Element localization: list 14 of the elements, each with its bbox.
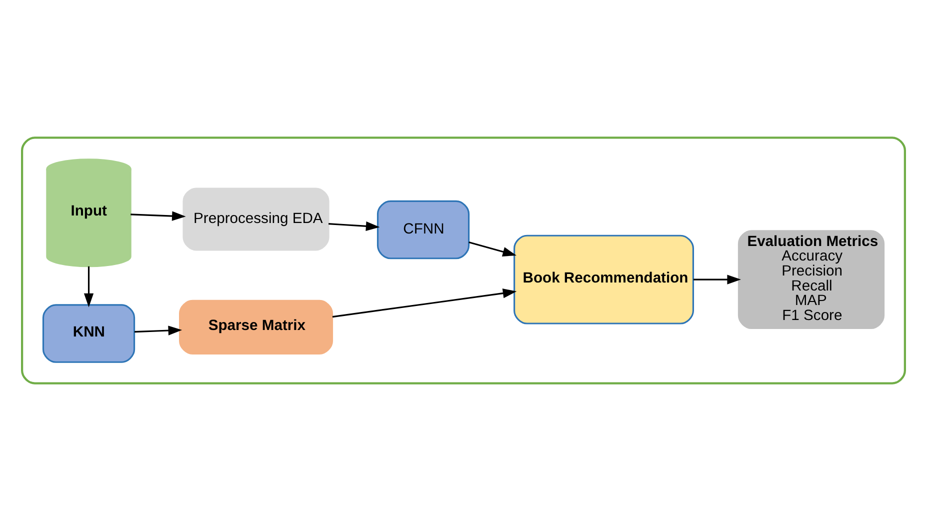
arrow: [130, 211, 186, 221]
node-box: CFNN: [376, 200, 470, 260]
node-box: KNN: [42, 304, 136, 363]
cluster: [21, 136, 906, 384]
arrow: [693, 274, 741, 284]
arrow: [134, 326, 182, 336]
node-box: Book Recommendation: [514, 234, 694, 324]
arrow: [468, 241, 517, 256]
node-box: Evaluation Metrics Accuracy Precision Recall MAP F1 Score: [738, 230, 885, 330]
arrow: [328, 221, 380, 231]
arrow: [332, 288, 517, 318]
arrow: [84, 266, 94, 308]
node-box: Preprocessing EDA: [182, 188, 330, 251]
node-box: Sparse Matrix: [179, 300, 334, 354]
